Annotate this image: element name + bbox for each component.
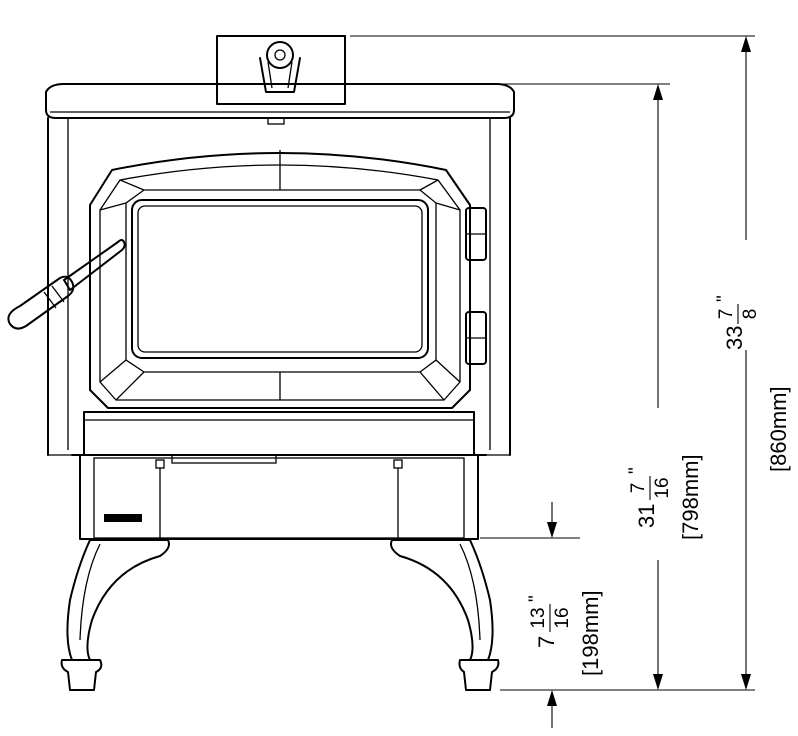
- dimension-lines: [350, 35, 755, 728]
- door-handle: [7, 239, 126, 330]
- badge: [104, 514, 142, 522]
- leg-clearance-numerator: 13: [528, 607, 549, 628]
- top-height-label: 31 7 16 " [798mm]: [626, 454, 703, 540]
- top-height-metric: [798mm]: [678, 454, 703, 540]
- top-plate: [45, 83, 515, 119]
- legs: [60, 539, 500, 691]
- fire-door: [89, 150, 471, 409]
- top-height-inch-mark: ": [626, 467, 647, 474]
- leg-clearance-denominator: 16: [552, 607, 573, 628]
- leg-clearance-metric: [198mm]: [578, 590, 603, 676]
- pedestal: [79, 454, 479, 540]
- overall-height-inch-mark: ": [714, 295, 735, 302]
- ash-lip: [83, 411, 475, 456]
- stove-illustration: [7, 35, 515, 691]
- top-height-whole: 31: [634, 504, 659, 528]
- leg-clearance-label: 7 13 16 " [198mm]: [526, 590, 603, 676]
- overall-height-metric: [860mm]: [766, 386, 791, 472]
- leg-clearance-whole: 7: [534, 636, 559, 648]
- top-height-denominator: 16: [652, 477, 673, 498]
- overall-height-label: 33 7 8 " [860mm]: [714, 295, 791, 472]
- overall-height-whole: 33: [722, 326, 747, 350]
- overall-height-numerator: 7: [716, 309, 737, 320]
- top-height-numerator: 7: [628, 483, 649, 494]
- leg-clearance-inch-mark: ": [526, 595, 547, 602]
- door-hinges: [465, 207, 487, 365]
- door-glass: [131, 199, 429, 359]
- overall-height-denominator: 8: [740, 309, 761, 320]
- flue-collar: [216, 35, 346, 105]
